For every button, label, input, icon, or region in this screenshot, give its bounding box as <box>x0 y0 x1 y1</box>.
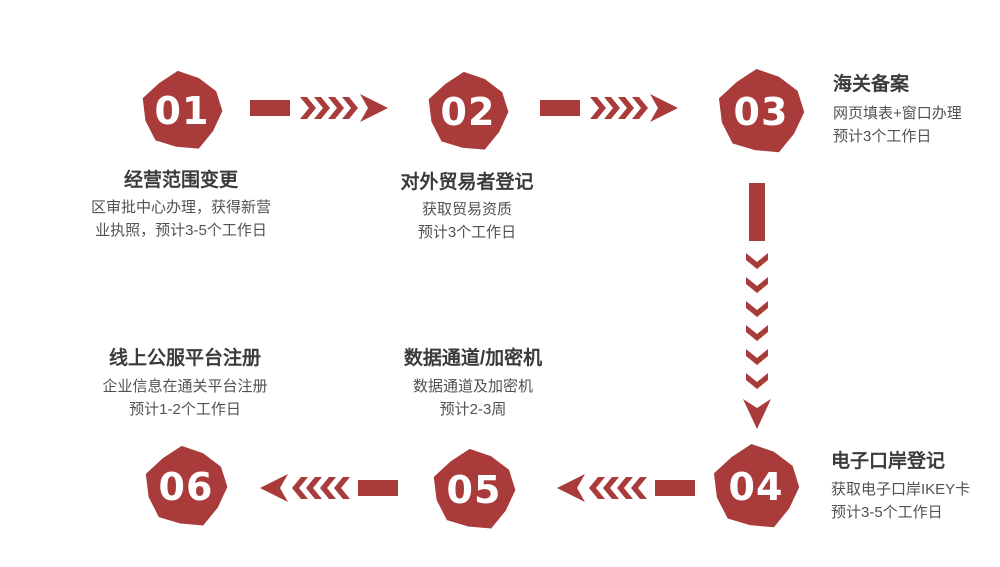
desc-line: 预计3-5个工作日 <box>831 504 943 521</box>
step-02-badge: 02 <box>424 69 512 155</box>
step-02-title: 对外贸易者登记 <box>400 172 534 193</box>
step-04-description: 获取电子口岸IKEY卡 预计3-5个工作日 <box>831 478 970 524</box>
step-06-badge: 06 <box>141 443 231 531</box>
desc-line: 业执照，预计3-5个工作日 <box>95 222 267 239</box>
step-03-description: 网页填表+窗口办理 预计3个工作日 <box>833 102 962 148</box>
step-02-number: 02 <box>440 90 496 134</box>
down-arrow-icon <box>743 183 771 429</box>
step-03-badge: 03 <box>714 66 808 158</box>
step-01-badge-shape <box>142 70 223 149</box>
step-04-number: 04 <box>728 465 784 509</box>
arrow-step3-to-step4 <box>741 183 773 433</box>
left-arrow-icon <box>260 474 398 502</box>
arrow-step2-to-step3 <box>540 92 690 124</box>
step-03-badge-shape <box>718 69 805 153</box>
desc-line: 预计3个工作日 <box>833 128 932 145</box>
desc-line: 获取贸易资质 <box>421 201 512 218</box>
step-01-description: 区审批中心办理，获得新营 业执照，预计3-5个工作日 <box>61 196 301 242</box>
left-arrow-icon <box>557 474 695 502</box>
step-05-badge-shape <box>433 448 516 529</box>
step-04-title: 电子口岸登记 <box>831 451 946 472</box>
desc-line: 数据通道及加密机 <box>412 378 533 395</box>
step-01-badge: 01 <box>139 68 225 154</box>
desc-line: 网页填表+窗口办理 <box>833 105 962 122</box>
desc-line: 获取电子口岸IKEY卡 <box>831 481 971 498</box>
arrow-step1-to-step2 <box>250 92 400 124</box>
step-03-title: 海关备案 <box>833 74 910 95</box>
step-06-number: 06 <box>158 465 214 509</box>
step-04-badge: 04 <box>709 441 803 533</box>
step-02-description: 获取贸易资质 预计3个工作日 <box>347 198 587 244</box>
step-06-description: 企业信息在通关平台注册 预计1-2个工作日 <box>65 375 305 421</box>
step-01-number: 01 <box>154 89 210 133</box>
step-05-description: 数据通道及加密机 预计2-3周 <box>353 375 593 421</box>
step-05-badge: 05 <box>429 446 519 534</box>
step-01-title: 经营范围变更 <box>123 170 238 191</box>
step-05-title: 数据通道/加密机 <box>403 348 543 369</box>
arrow-step5-to-step6 <box>248 472 398 504</box>
desc-line: 预计1-2个工作日 <box>129 401 241 418</box>
step-02-badge-shape <box>428 71 509 150</box>
step-06-title: 线上公服平台注册 <box>108 348 261 369</box>
step-03-number: 03 <box>733 90 789 134</box>
desc-line: 企业信息在通关平台注册 <box>102 378 268 395</box>
desc-line: 预计3个工作日 <box>417 224 517 241</box>
step-06-badge-shape <box>145 445 228 526</box>
arrow-step4-to-step5 <box>545 472 695 504</box>
desc-line: 预计2-3周 <box>439 401 507 418</box>
right-arrow-icon <box>250 94 388 122</box>
desc-line: 区审批中心办理，获得新营 <box>90 199 271 216</box>
right-arrow-icon <box>540 94 678 122</box>
step-04-badge-shape <box>713 444 800 528</box>
step-05-number: 05 <box>446 468 502 512</box>
